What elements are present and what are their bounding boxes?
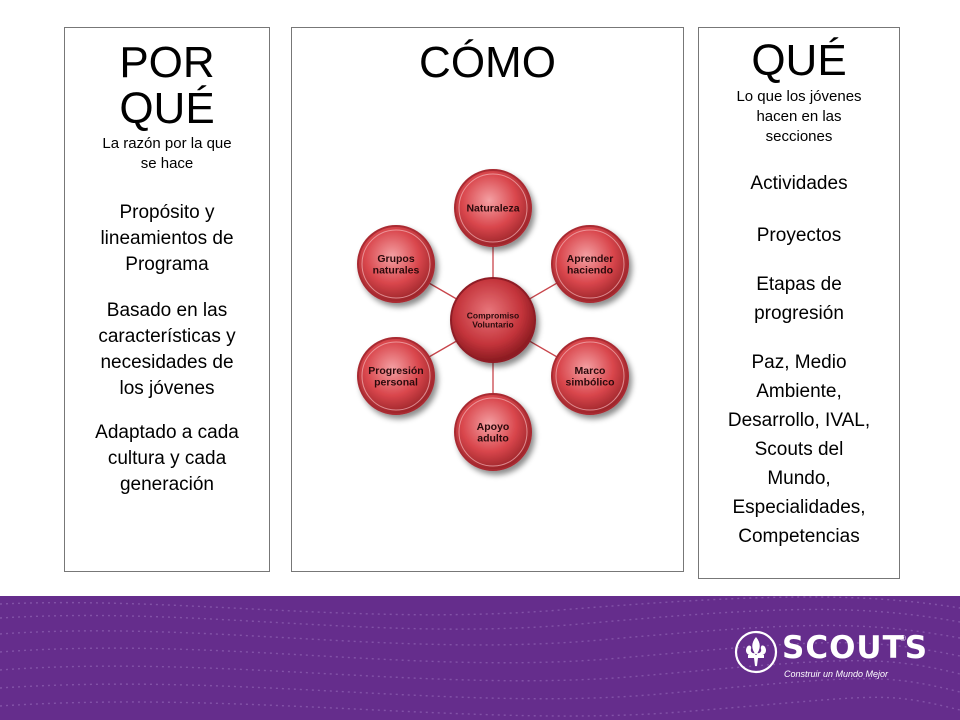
que-item-2-line-1: Proyectos xyxy=(756,225,842,246)
por-que-item-1-line-2: lineamientos de xyxy=(100,228,234,249)
que-subtitle-line-3: secciones xyxy=(765,128,833,145)
node-label-grupos-naturales-line-1: Grupos xyxy=(377,253,414,265)
que-item-3-line-1: Etapas de xyxy=(756,274,842,295)
node-ring-aprender-haciendo xyxy=(555,229,625,299)
por-que-subtitle-line-1: La razón por la que xyxy=(102,135,232,152)
por-que-item-2-line-1: Basado en las xyxy=(106,300,228,321)
wave-pattern xyxy=(0,596,960,717)
node-label-naturaleza-line-1: Naturaleza xyxy=(466,203,519,215)
node-circle-aprender-haciendo xyxy=(550,225,629,303)
node-naturaleza: Naturaleza xyxy=(454,169,532,247)
por-que-item-basado: Basado en las características y necesida… xyxy=(65,298,269,402)
que-item-4-line-4: Scouts del xyxy=(754,439,844,460)
registered-mark: ® xyxy=(900,634,906,643)
que-item-4-line-1: Paz, Medio xyxy=(751,352,847,373)
que-item-4-line-5: Mundo, xyxy=(767,468,831,489)
que-subtitle: Lo que los jóvenes hacen en las seccione… xyxy=(699,87,899,147)
scouts-wordmark: SCOUTS xyxy=(782,630,929,666)
node-ring-apoyo-adulto xyxy=(458,397,528,467)
por-que-title: POR QUÉ xyxy=(65,40,269,132)
node-circle-grupos-naturales xyxy=(357,225,436,303)
por-que-item-2-line-3: necesidades de xyxy=(100,352,234,373)
node-label-progresion-personal-line-2: personal xyxy=(374,376,418,388)
scouts-logo: SCOUTS ® Construir un Mundo Mejor xyxy=(734,626,927,686)
node-label-apoyo-adulto-line-1: Apoyo xyxy=(477,421,510,433)
por-que-title-line-1: POR xyxy=(119,38,215,87)
por-que-item-3-line-2: cultura y cada xyxy=(107,448,227,469)
por-que-item-2-line-2: características y xyxy=(98,326,236,347)
que-item-3-line-2: progresión xyxy=(754,303,844,324)
que-subtitle-line-1: Lo que los jóvenes xyxy=(736,88,862,105)
que-item-1-line-1: Actividades xyxy=(750,173,848,194)
node-circle-apoyo-adulto xyxy=(454,393,532,471)
como-title: CÓMO xyxy=(419,38,556,87)
node-label-progresion-personal-line-1: Progresión xyxy=(368,365,423,377)
que-item-actividades: Actividades xyxy=(699,169,899,198)
que-item-4-line-7: Competencias xyxy=(738,526,860,547)
node-ring-naturaleza xyxy=(458,173,528,243)
center-label-line-1: Compromiso xyxy=(467,310,519,320)
por-que-title-line-2: QUÉ xyxy=(119,84,215,133)
node-label-aprender-haciendo-line-2: haciendo xyxy=(567,264,613,276)
que-title: QUÉ xyxy=(751,36,847,85)
footer-band xyxy=(0,596,960,720)
por-que-item-adaptado: Adaptado a cada cultura y cada generació… xyxy=(65,420,269,498)
por-que-panel: POR QUÉ La razón por la que se hace Prop… xyxy=(64,27,270,572)
que-item-etapas: Etapas de progresión xyxy=(699,270,899,328)
que-item-4-line-3: Desarrollo, IVAL, xyxy=(727,410,871,431)
que-item-4-line-6: Especialidades, xyxy=(732,497,866,518)
node-label-aprender-haciendo-line-1: Aprender xyxy=(567,253,614,265)
por-que-item-1-line-3: Programa xyxy=(125,254,209,275)
node-label-marco-simbolico-line-2: simbólico xyxy=(565,376,614,388)
node-ring-marco-simbolico xyxy=(555,341,625,411)
por-que-item-3-line-1: Adaptado a cada xyxy=(95,422,239,443)
node-ring-grupos-naturales xyxy=(361,229,431,299)
por-que-item-proposito: Propósito y lineamientos de Programa xyxy=(65,200,269,278)
node-ring-progresion-personal xyxy=(361,341,431,411)
que-item-proyectos: Proyectos xyxy=(699,221,899,250)
center-label-line-2: Voluntario xyxy=(472,320,513,330)
por-que-item-2-line-4: los jóvenes xyxy=(119,378,215,399)
fleur-de-lis-icon xyxy=(734,630,778,674)
node-circle-naturaleza xyxy=(454,169,532,247)
node-label-marco-simbolico-line-1: Marco xyxy=(575,365,606,377)
por-que-item-3-line-3: generación xyxy=(119,474,215,495)
node-label-grupos-naturales-line-2: naturales xyxy=(373,264,420,276)
por-que-item-1-line-1: Propósito y xyxy=(119,202,215,223)
node-circle-marco-simbolico xyxy=(550,337,629,415)
por-que-subtitle: La razón por la que se hace xyxy=(65,134,269,174)
scouts-tagline: Construir un Mundo Mejor xyxy=(784,669,889,679)
node-label-apoyo-adulto-line-2: adulto xyxy=(477,432,509,444)
que-item-paz: Paz, Medio Ambiente, Desarrollo, IVAL, S… xyxy=(699,348,899,551)
center-circle xyxy=(450,277,536,363)
que-panel: QUÉ Lo que los jóvenes hacen en las secc… xyxy=(698,27,900,579)
que-subtitle-line-2: hacen en las xyxy=(756,108,842,125)
node-circle-progresion-personal xyxy=(357,337,436,415)
por-que-subtitle-line-2: se hace xyxy=(140,155,194,172)
que-item-4-line-2: Ambiente, xyxy=(756,381,842,402)
node-label-naturaleza: Naturaleza xyxy=(466,203,519,215)
